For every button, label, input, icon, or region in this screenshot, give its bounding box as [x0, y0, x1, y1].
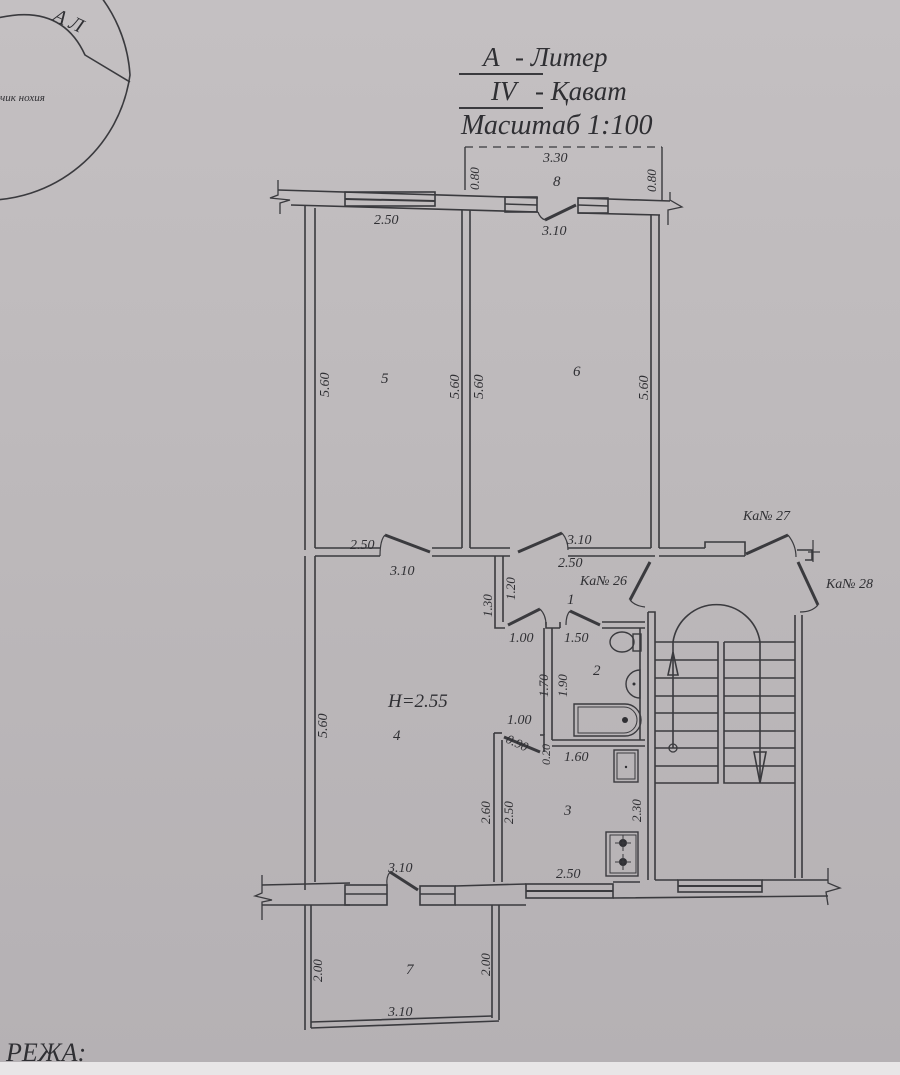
situation-circle: А Л	[0, 0, 131, 201]
dim-kitchen-door-top: 1.00	[507, 713, 532, 728]
dim-kitchen-left-outer: 2.60	[478, 801, 493, 824]
liter-letter: A	[483, 42, 500, 72]
dim-room5-top: 2.50	[374, 213, 399, 228]
rooms-5-6-walls	[304, 205, 660, 550]
room-number-6: 6	[573, 364, 581, 380]
balcony-8	[464, 146, 663, 200]
bathroom-2	[543, 612, 649, 880]
dim-room6-right: 5.60	[637, 376, 652, 401]
balcony-7	[304, 905, 500, 1030]
dim-corridor-bottom-left: 1.00	[509, 631, 534, 646]
middle-wall	[315, 531, 820, 562]
dim-balcony7-bottom: 3.10	[387, 1005, 413, 1020]
dim-balcony8-width: 3.30	[542, 151, 568, 166]
horizontal-dimensions: 3.30 2.50 3.10 2.50 3.10 3.10 2.50 1.00 …	[350, 151, 592, 1020]
dim-kitchen-left-inner: 2.50	[501, 801, 516, 824]
dim-room6-left: 5.60	[472, 375, 487, 400]
dim-kitchen-wall-small: 0.20	[539, 744, 553, 765]
dim-room5-left: 5.60	[318, 373, 333, 398]
dim-bath-top: 1.50	[564, 631, 589, 646]
staircase	[648, 603, 803, 880]
scale-label: Масштаб 1:100	[461, 110, 653, 141]
room-numbers: 8 5 6 1 2 4 3 7 H=2.55	[381, 174, 601, 978]
liter-label: - Литер	[515, 42, 608, 72]
dim-balcony7-left: 2.00	[310, 959, 325, 982]
compass-arc-letters: А Л	[48, 4, 88, 38]
neighbor-labels: Ка№ 26 Ка№ 27 Ка№ 28	[579, 509, 873, 592]
page-edge	[0, 1062, 900, 1075]
room-number-3: 3	[563, 803, 572, 819]
vertical-dimensions: 0.80 0.80 5.60 5.60 5.60 5.60 1.30 1.20 …	[310, 167, 659, 982]
region-label: чик нохия	[0, 92, 45, 104]
floor-underline	[459, 107, 543, 109]
dim-room6-top: 3.10	[541, 224, 567, 239]
dim-kitchen-top: 1.60	[564, 750, 589, 765]
plan-footer-label: РЕЖА:	[6, 1038, 87, 1067]
dim-balcony8-depth-left: 0.80	[467, 167, 482, 190]
dim-room4-left: 5.60	[316, 714, 331, 739]
dim-kitchen-door-diag: 0.90	[504, 731, 531, 754]
dim-corridor-top: 2.50	[558, 556, 583, 571]
apartment-27-label: Ка№ 27	[742, 509, 791, 524]
dim-balcony7-right: 2.00	[478, 953, 493, 976]
room-number-8: 8	[553, 174, 561, 190]
room-number-7: 7	[406, 962, 415, 978]
floor-number: IV	[491, 76, 517, 106]
corridor-1	[494, 556, 820, 629]
dim-room6-bottom: 3.10	[566, 533, 592, 548]
dim-bath-left-inner: 1.90	[555, 674, 570, 697]
room-number-4: 4	[393, 728, 401, 744]
room-number-2: 2	[593, 663, 601, 679]
liter-underline	[459, 73, 543, 75]
ceiling-height: H=2.55	[387, 691, 448, 712]
top-exterior-wall	[269, 180, 684, 225]
dim-room4-bottom: 3.10	[387, 861, 413, 876]
dim-kitchen-right: 2.30	[629, 799, 644, 822]
room-number-1: 1	[567, 592, 575, 608]
kitchen-3	[493, 732, 639, 882]
apartment-28-label: Ка№ 28	[825, 577, 873, 592]
dim-room5-bottom: 2.50	[350, 538, 375, 553]
dim-corridor-left-inner: 1.20	[503, 577, 518, 600]
apartment-26-label: Ка№ 26	[579, 574, 627, 589]
dim-room4-top: 3.10	[389, 564, 415, 579]
dim-balcony8-depth-right: 0.80	[644, 169, 659, 192]
dim-bath-left-outer: 1.70	[536, 674, 551, 697]
dim-kitchen-bottom: 2.50	[556, 867, 581, 882]
dim-room5-right: 5.60	[448, 375, 463, 400]
room-number-5: 5	[381, 371, 389, 387]
dim-corridor-left-outer: 1.30	[480, 594, 495, 617]
bottom-exterior-wall	[252, 556, 842, 920]
floor-label: - Қават	[535, 76, 627, 106]
